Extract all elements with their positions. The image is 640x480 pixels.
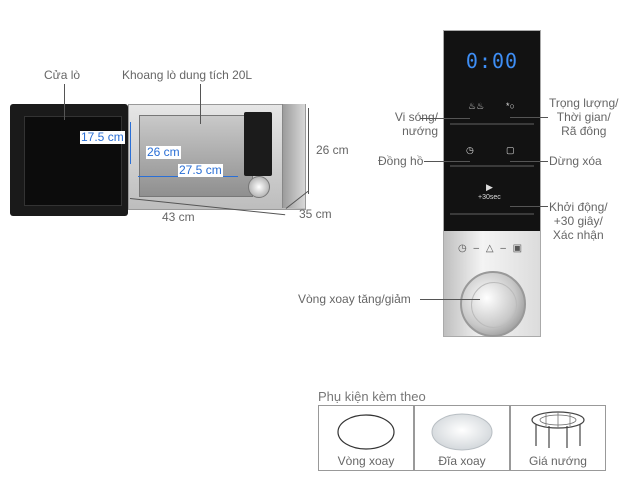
stop-clear-pointer xyxy=(510,161,548,162)
accessory-rack-label: Giá nướng xyxy=(529,454,587,468)
accessories-title: Phụ kiện kèm theo xyxy=(318,389,426,404)
clock-icon: ◷ xyxy=(466,145,474,155)
control-panel: 0:00 ♨♨ *○ ◷ ▢ ▶ +30sec ◷ – △ – ▣ xyxy=(443,30,541,337)
accessory-plate: Đĩa xoay xyxy=(414,405,510,471)
inner-height-label: 17.5 cm xyxy=(80,130,125,144)
ring-icon xyxy=(337,414,395,450)
dial-label: Vòng xoay tăng/giảm xyxy=(298,292,411,306)
outer-height-label: 26 cm xyxy=(316,143,349,157)
weight-defrost-icon: *○ xyxy=(506,101,515,111)
digital-display: 0:00 xyxy=(465,49,519,73)
cavity-pointer xyxy=(200,84,201,124)
door-label: Cửa lò xyxy=(44,68,81,82)
door-pointer xyxy=(64,84,65,120)
accessory-ring-label: Vòng xoay xyxy=(337,454,395,468)
accessory-rack: Giá nướng xyxy=(510,405,606,471)
dial-knob-ring xyxy=(471,282,517,328)
inner-height-line xyxy=(130,122,131,164)
microwave-grill-label: Vi sóng/ nướng xyxy=(394,110,438,138)
outer-height-line xyxy=(308,108,309,194)
start-pointer xyxy=(510,206,548,207)
start-label: Khởi động/ +30 giây/ Xác nhận xyxy=(549,200,608,242)
start-icon: ▶ xyxy=(486,182,493,192)
microwave-grill-pointer xyxy=(420,118,470,119)
start-button-row[interactable] xyxy=(450,199,534,215)
microwave-side-panel xyxy=(282,104,305,208)
microwave-body xyxy=(128,104,306,210)
microwave-door xyxy=(10,104,128,216)
clock-label: Đồng hồ xyxy=(378,154,424,168)
stop-clear-label: Dừng xóa xyxy=(549,154,602,168)
microwave-grill-icon: ♨♨ xyxy=(468,101,485,111)
inner-depth-label: 26 cm xyxy=(146,145,181,159)
accessory-plate-label: Đĩa xoay xyxy=(438,454,486,468)
mini-dial-knob xyxy=(248,176,270,198)
cavity-label: Khoang lò dung tích 20L xyxy=(122,68,253,82)
knob-mode-icons: ◷ – △ – ▣ xyxy=(458,243,525,254)
start-sub-label: +30sec xyxy=(478,194,501,201)
stop-clear-icon: ▢ xyxy=(506,145,515,155)
accessory-ring: Vòng xoay xyxy=(318,405,414,471)
inner-width-label: 27.5 cm xyxy=(178,163,223,177)
outer-width-label: 43 cm xyxy=(162,210,195,224)
outer-depth-label: 35 cm xyxy=(299,207,332,221)
grill-rack-icon xyxy=(531,411,585,448)
plate-icon xyxy=(431,413,493,451)
clock-pointer xyxy=(424,161,470,162)
control-panel-top: 0:00 ♨♨ *○ ◷ ▢ ▶ +30sec xyxy=(444,31,540,231)
weight-pointer xyxy=(510,117,548,118)
dial-knob[interactable] xyxy=(460,271,526,337)
mini-control-panel xyxy=(244,112,272,176)
dial-pointer xyxy=(420,299,480,300)
clock-stop-button-row[interactable] xyxy=(450,151,534,167)
weight-time-defrost-label: Trọng lượng/ Thời gian/ Rã đông xyxy=(549,96,619,138)
microwave-grill-button-row[interactable] xyxy=(450,109,534,125)
